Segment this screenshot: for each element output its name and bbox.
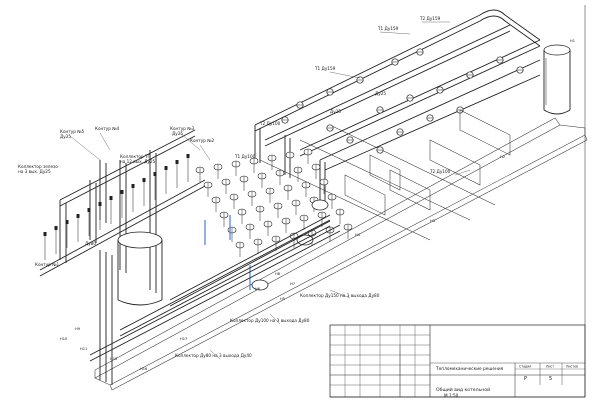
tb-section: Тепломеханические решения [435, 366, 504, 372]
tb-stage-header: Стадия [519, 365, 531, 369]
manifold-risers [43, 154, 190, 260]
riser-cap [120, 190, 124, 194]
riser-cap [153, 172, 157, 176]
header-valves [281, 48, 524, 154]
title-block: Тепломеханические решения Общий вид коте… [329, 324, 586, 398]
riser-cap [186, 154, 190, 158]
label-kollektor-tp-sub: на 12 вых. Ду25 [120, 159, 156, 164]
label-du25b: Ду25 [375, 91, 386, 96]
label-du80: Ду80 [85, 241, 96, 246]
label-t1-du159: Т1 Ду159 [377, 26, 399, 31]
label-kollektor-du100: Коллектор Ду100 на 3 выхода Ду80 [230, 318, 310, 323]
tb-sheet-title: Общий вид котельной [436, 386, 490, 393]
label-kontur-1: Контур №1 [35, 262, 60, 267]
header-pipe-labels: Т1 Ду159 Т2 Ду159 Т1 Ду159 Т2 Ду100 Т1 Д… [85, 16, 451, 246]
expansion-tank [543, 44, 571, 115]
label-du25: Ду25 [330, 109, 341, 114]
tb-sheet-header: Лист [546, 365, 554, 369]
tb-stage-value: Р [524, 376, 527, 382]
circuit-labels: Контур №5 Контур №4 Контур №3 Контур №2 … [18, 126, 215, 267]
label-kontur-4: Контур №4 [95, 126, 120, 131]
label-kontur-5: Контур №5 [60, 129, 85, 134]
tb-sheets-header: Листов [566, 365, 578, 369]
code-label: Н17 [180, 337, 187, 341]
label-du25-a: Ду25 [60, 134, 71, 139]
boiler-vessel [117, 231, 163, 306]
collector-labels: Коллектор Ду150 на 3 выхода Ду80 Коллект… [175, 293, 380, 358]
header-blocks [344, 109, 511, 216]
label-kollektor-zheleza: Коллектор зелезо [18, 164, 58, 169]
label-kollektor-tp: Коллектор ТП [120, 154, 151, 159]
label-t1-du159b: Т1 Ду159 [314, 66, 336, 71]
sheet-border [330, 5, 586, 398]
label-kollektor-du150: Коллектор Ду150 на 3 выхода Ду80 [300, 293, 380, 298]
label-du25-b: Ду25 [172, 131, 183, 136]
code-label: Н3 [430, 219, 435, 223]
pump [311, 199, 329, 211]
code-label: Н15 [110, 357, 117, 361]
code-label: Н11 [80, 347, 87, 351]
code-label: Н5 [280, 297, 285, 301]
label-kollektor-zheleza-sub: на 3 вых. Ду25 [18, 169, 51, 174]
code-label: Н8 [275, 272, 281, 276]
code-label: Н4 [355, 233, 361, 237]
lower-collectors [89, 214, 341, 385]
riser-cap [98, 202, 102, 206]
pump [251, 279, 269, 291]
code-label: Н9 [75, 327, 81, 331]
riser-cap [109, 196, 113, 200]
riser-cap [164, 166, 168, 170]
riser-cap [142, 178, 146, 182]
riser-cap [43, 232, 47, 236]
label-kontur-3: Контур №3 [170, 126, 195, 131]
riser-cap [54, 226, 58, 230]
label-kollektor-du80: Коллектор Ду80 на 3 выхода Ду40 [175, 353, 252, 358]
riser-cap [76, 214, 80, 218]
riser-cap [87, 208, 91, 212]
code-label: Н6 [255, 287, 261, 291]
code-label: Н1 [570, 39, 575, 43]
code-label: Н10 [60, 337, 68, 341]
code-label: Н7 [290, 282, 295, 286]
pump-cluster [195, 148, 353, 291]
label-t2-du100b: Т2 Ду100 [259, 121, 281, 126]
label-kontur-2: Контур №2 [190, 138, 215, 143]
upper-headers [254, 9, 541, 208]
label-t2-du159: Т2 Ду159 [419, 16, 441, 21]
riser-cap [65, 220, 69, 224]
tb-sheet-value: 5 [549, 376, 552, 382]
label-t1-du100: Т1 Ду100 [234, 154, 256, 159]
riser-cap [131, 184, 135, 188]
riser-cap [175, 160, 179, 164]
tb-scale: М 1:50 [444, 393, 459, 398]
code-label: Н2 [500, 155, 505, 159]
label-t2-du100: Т2 Ду100 [429, 169, 451, 174]
code-label: Н16 [140, 367, 148, 371]
leader-lines [69, 21, 471, 360]
